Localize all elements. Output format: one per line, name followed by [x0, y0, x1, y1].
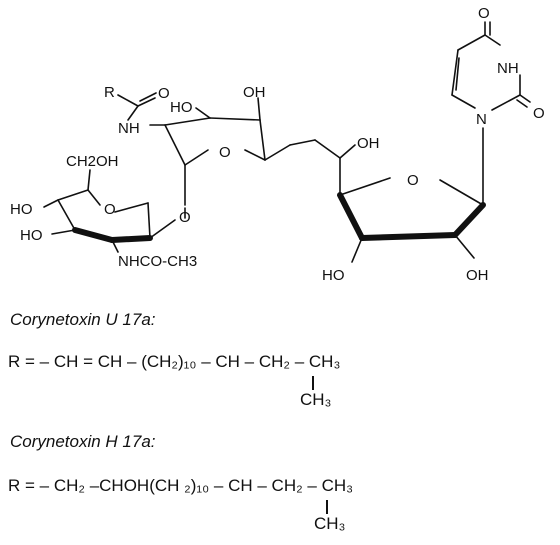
atom-o-furan-ring: O — [407, 172, 419, 189]
atom-oh-bridge: OH — [357, 135, 380, 152]
formula-corynetoxin-h: R = – CH₂ –CHOH(CH ₂)₁₀ – CH – CH₂ – CH₃ — [8, 476, 354, 495]
atom-o-glc-ring: O — [104, 201, 116, 218]
formula-corynetoxin-u: R = – CH = CH – (CH₂)₁₀ – CH – CH₂ – CH₃ — [8, 352, 341, 371]
atom-ch2oh: CH2OH — [66, 153, 119, 170]
amide-group — [117, 92, 157, 121]
atom-oh-furan: OH — [466, 267, 489, 284]
atom-ho-glc-lower: HO — [20, 227, 43, 244]
variant-name-corynetoxin-h: Corynetoxin H 17a: — [10, 432, 156, 451]
atom-o-pyran-ring: O — [219, 144, 231, 161]
atom-ho-pyran: HO — [170, 99, 193, 116]
branch-bond-u — [312, 376, 314, 390]
atom-oh-pyran-top: OH — [243, 84, 266, 101]
atom-o-uracil-top: O — [478, 5, 490, 22]
branch-bond-h — [326, 500, 328, 514]
atom-n-uracil: N — [476, 111, 487, 128]
branch-ch3-u: CH₃ — [300, 390, 332, 409]
atom-ho-furan: HO — [322, 267, 345, 284]
atom-nhcoch3: NHCO-CH3 — [118, 253, 197, 270]
atom-o-uracil-right: O — [533, 105, 545, 122]
glucosamine-ring — [43, 169, 176, 253]
corynetoxin-structure: O NH O N O HO OH OH O OH HO — [10, 5, 545, 284]
furanose-ring — [337, 127, 486, 263]
atom-o-amide: O — [158, 85, 170, 102]
uracil-ring — [451, 21, 531, 111]
branch-ch3-h: CH₃ — [314, 514, 346, 533]
variant-name-corynetoxin-u: Corynetoxin U 17a: — [10, 310, 156, 329]
atom-r-group: R — [104, 84, 115, 101]
atom-nh-uracil: NH — [497, 60, 519, 77]
atom-ho-glc-left: HO — [10, 201, 33, 218]
atom-o-glycosidic: O — [179, 209, 191, 226]
pyranose-ring — [149, 97, 266, 206]
atom-nh-amide: NH — [118, 120, 140, 137]
bridge-chain — [264, 139, 356, 161]
